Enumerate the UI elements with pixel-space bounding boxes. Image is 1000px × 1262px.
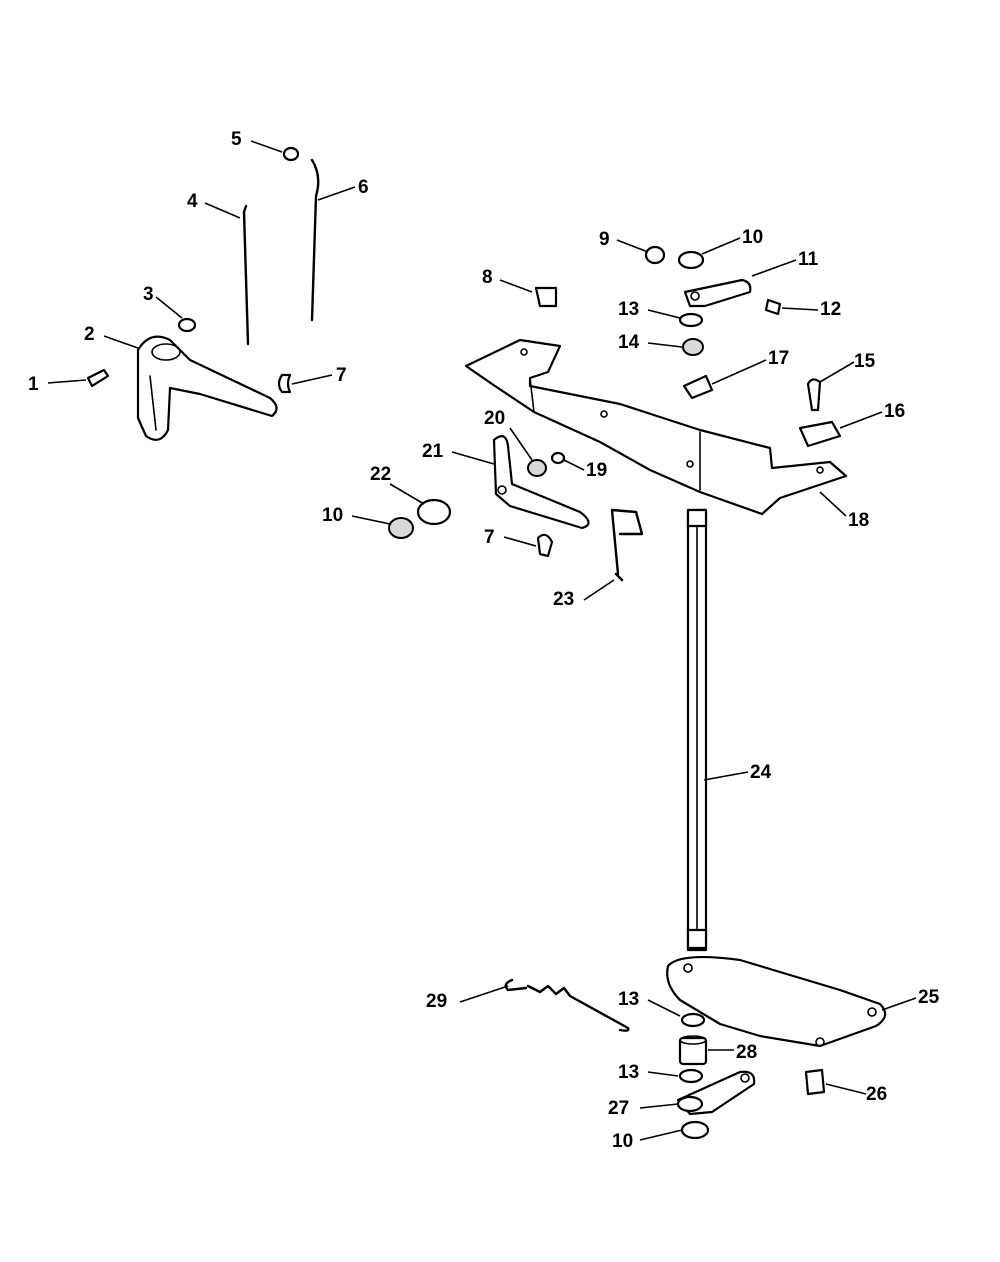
rod-clip [282, 146, 300, 162]
hex-bolt [534, 286, 558, 308]
lock-nut-lower [680, 1120, 710, 1140]
callout-5: 5 [231, 129, 242, 150]
retaining-clip-lower [536, 533, 554, 558]
callout-1: 1 [28, 374, 39, 395]
washer [177, 317, 197, 333]
return-spring [504, 978, 630, 1032]
control-rod [242, 204, 250, 346]
nut-left [388, 517, 414, 539]
callout-11: 11 [798, 249, 819, 270]
upper-link-rod [310, 158, 320, 322]
flat-washer [678, 312, 704, 328]
bushing [527, 459, 547, 477]
callout-4: 4 [187, 191, 198, 212]
callout-16: 16 [884, 401, 905, 422]
clevis-pin [644, 245, 666, 265]
pivot-plate [492, 435, 590, 530]
callout-25: 25 [918, 987, 940, 1008]
callout-29: 29 [426, 991, 447, 1012]
carriage-bolt [806, 378, 822, 412]
bracket-clip [798, 420, 842, 448]
pivot-pin [86, 368, 110, 388]
callout-28: 28 [736, 1042, 757, 1063]
callout-26: 26 [866, 1084, 887, 1105]
callout-7-lower: 7 [484, 527, 495, 548]
callout-12: 12 [820, 299, 841, 320]
callout-13-top: 13 [618, 299, 639, 320]
callout-20: 20 [484, 408, 505, 429]
spacer-washer-upper [680, 1012, 706, 1028]
drag-link-arm [676, 1070, 756, 1116]
callout-7-upper: 7 [336, 365, 347, 386]
lock-nut [682, 338, 704, 356]
callout-2: 2 [84, 324, 95, 345]
callout-21: 21 [422, 441, 444, 462]
lever-arm [683, 278, 752, 308]
stud [682, 374, 714, 400]
callout-27: 27 [608, 1098, 629, 1119]
vertical-shaft [686, 508, 708, 952]
callout-24: 24 [750, 762, 772, 783]
callout-14: 14 [618, 332, 640, 353]
callout-9: 9 [599, 229, 610, 250]
callout-8: 8 [482, 267, 493, 288]
callout-6: 6 [358, 177, 369, 198]
retaining-clip [277, 373, 292, 394]
callout-22: 22 [370, 464, 391, 485]
callout-23: 23 [553, 589, 574, 610]
callout-13-mid: 13 [618, 989, 639, 1010]
bellcrank-lever [136, 335, 278, 441]
leader-lines [47, 140, 917, 1141]
callout-15: 15 [854, 351, 876, 372]
steering-plate [666, 956, 887, 1048]
spacer-bushing [678, 1035, 708, 1066]
callout-19: 19 [586, 460, 607, 481]
callout-13-low: 13 [618, 1062, 639, 1083]
spacer-washer-lower [678, 1068, 704, 1084]
small-washer [550, 451, 566, 465]
wire-spring [610, 508, 644, 582]
callout-10-bottom: 10 [612, 1131, 633, 1152]
callout-3: 3 [143, 284, 154, 305]
callout-17: 17 [768, 348, 789, 369]
mounting-bracket [464, 338, 848, 516]
shoulder-stud [804, 1068, 826, 1096]
callout-18: 18 [848, 510, 869, 531]
nut [677, 250, 705, 270]
callout-10-top: 10 [742, 227, 763, 248]
shoulder-bolt [764, 298, 782, 316]
callout-10-left: 10 [322, 505, 343, 526]
large-washer [416, 498, 452, 526]
